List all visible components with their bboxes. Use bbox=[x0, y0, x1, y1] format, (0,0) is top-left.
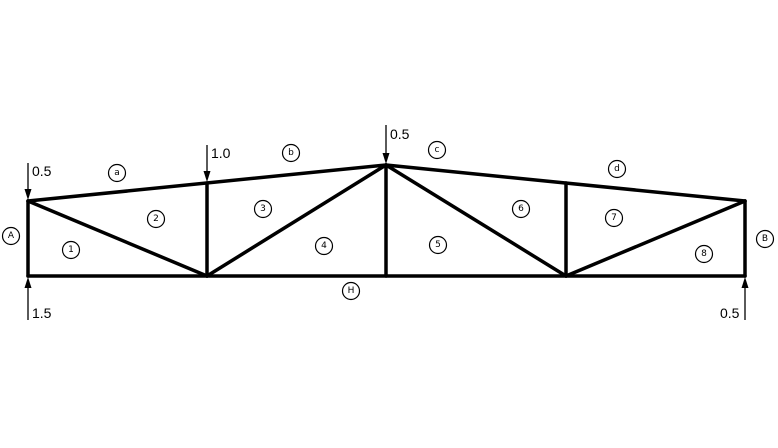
outer-space-labels: a b c d A B H bbox=[1, 140, 775, 301]
reaction-left: 1.5 bbox=[24, 277, 52, 321]
space-label-c-text: c bbox=[435, 145, 440, 155]
reaction-value-left: 1.5 bbox=[32, 305, 52, 321]
space-label-c: c bbox=[427, 140, 447, 160]
space-label-H-text: H bbox=[348, 286, 355, 296]
space-label-H: H bbox=[341, 281, 361, 301]
space-label-1-text: 1 bbox=[68, 245, 74, 255]
space-label-a-text: a bbox=[114, 168, 120, 178]
space-label-3: 3 bbox=[253, 199, 273, 219]
support-reactions: 1.5 0.5 bbox=[24, 277, 749, 321]
space-label-8-text: 8 bbox=[701, 249, 707, 259]
space-label-4-text: 4 bbox=[321, 241, 327, 251]
load-value-apex: 0.5 bbox=[390, 126, 410, 142]
space-label-2: 2 bbox=[146, 209, 166, 229]
diagonal-right-end bbox=[564, 199, 747, 278]
space-label-7: 7 bbox=[604, 208, 624, 228]
space-label-d: d bbox=[607, 159, 627, 179]
reaction-value-right: 0.5 bbox=[720, 305, 740, 321]
space-label-a: a bbox=[107, 163, 127, 183]
diagonal-right-center bbox=[384, 163, 568, 278]
arrow-down-icon bbox=[203, 171, 211, 182]
space-label-b-text: b bbox=[288, 148, 294, 158]
space-label-3-text: 3 bbox=[260, 204, 266, 214]
load-value-panel-point-1: 1.0 bbox=[211, 145, 231, 161]
space-label-5-text: 5 bbox=[435, 240, 441, 250]
applied-loads: 0.5 1.0 0.5 bbox=[24, 125, 410, 200]
space-label-B-text: B bbox=[762, 234, 768, 244]
arrow-up-icon bbox=[741, 277, 749, 288]
arrow-down-icon bbox=[24, 189, 32, 200]
space-label-1: 1 bbox=[61, 240, 81, 260]
space-label-d-text: d bbox=[614, 164, 620, 174]
space-label-B: B bbox=[755, 229, 775, 249]
space-label-6-text: 6 bbox=[518, 204, 524, 214]
space-label-7-text: 7 bbox=[611, 213, 617, 223]
arrow-down-icon bbox=[382, 153, 390, 164]
load-panel-point-1: 1.0 bbox=[203, 145, 231, 182]
load-value-left-end: 0.5 bbox=[32, 163, 52, 179]
space-label-8: 8 bbox=[694, 244, 714, 264]
diagonal-left-end bbox=[26, 199, 209, 278]
space-label-4: 4 bbox=[314, 236, 334, 256]
truss-members bbox=[26, 163, 747, 278]
space-label-A: A bbox=[1, 226, 21, 246]
reaction-right: 0.5 bbox=[720, 277, 749, 321]
space-label-A-text: A bbox=[8, 231, 15, 241]
load-apex: 0.5 bbox=[382, 125, 410, 164]
space-label-5: 5 bbox=[428, 235, 448, 255]
inner-space-labels: 1 2 3 4 5 6 7 8 bbox=[61, 199, 714, 264]
space-label-2-text: 2 bbox=[153, 214, 159, 224]
arrow-up-icon bbox=[24, 277, 32, 288]
load-left-end: 0.5 bbox=[24, 163, 52, 200]
space-label-6: 6 bbox=[511, 199, 531, 219]
space-label-b: b bbox=[281, 143, 301, 163]
diagonal-left-center bbox=[205, 163, 388, 278]
